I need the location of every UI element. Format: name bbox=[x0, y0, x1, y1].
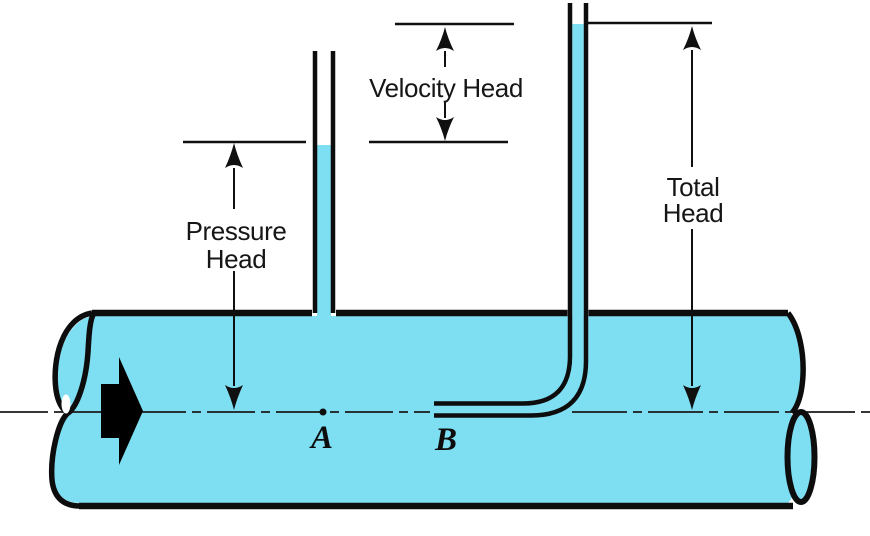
point-a-label: A bbox=[309, 420, 333, 456]
pipe-left-end-outline bbox=[48, 310, 93, 509]
pressure-head-down-arrowhead bbox=[225, 385, 243, 410]
total-head-up-arrowhead bbox=[683, 26, 701, 50]
pipe-right-end-outline bbox=[785, 311, 806, 415]
pipe-right-end-opening bbox=[784, 409, 818, 505]
point-a-dot bbox=[319, 408, 327, 416]
velocity-head-down-arrowhead bbox=[436, 117, 454, 141]
pipe-fluid bbox=[53, 316, 803, 503]
total-head-down-arrowhead bbox=[683, 385, 701, 410]
flow-direction-arrow-icon bbox=[101, 357, 143, 465]
velocity-head-label: Velocity Head bbox=[369, 73, 523, 103]
pitot-water-column bbox=[572, 24, 584, 318]
pitot-tube-outer-wall bbox=[434, 3, 573, 406]
piezometer-tube bbox=[312, 51, 336, 313]
piezometer-water-column bbox=[317, 145, 331, 317]
total-head-label-line1: Total bbox=[667, 172, 720, 202]
velocity-head-up-arrowhead bbox=[436, 27, 454, 51]
pipe-left-end-inner-arc bbox=[66, 311, 97, 416]
point-b-label: B bbox=[434, 422, 457, 458]
pressure-head-label-line1: Pressure bbox=[186, 216, 287, 246]
pipe-left-end-pinch bbox=[61, 394, 71, 414]
total-head-label-line2: Head bbox=[663, 198, 724, 228]
pitot-tube-inner-wall bbox=[434, 3, 589, 418]
pressure-head-up-arrowhead bbox=[225, 143, 243, 168]
pressure-head-label-line2: Head bbox=[206, 244, 267, 274]
